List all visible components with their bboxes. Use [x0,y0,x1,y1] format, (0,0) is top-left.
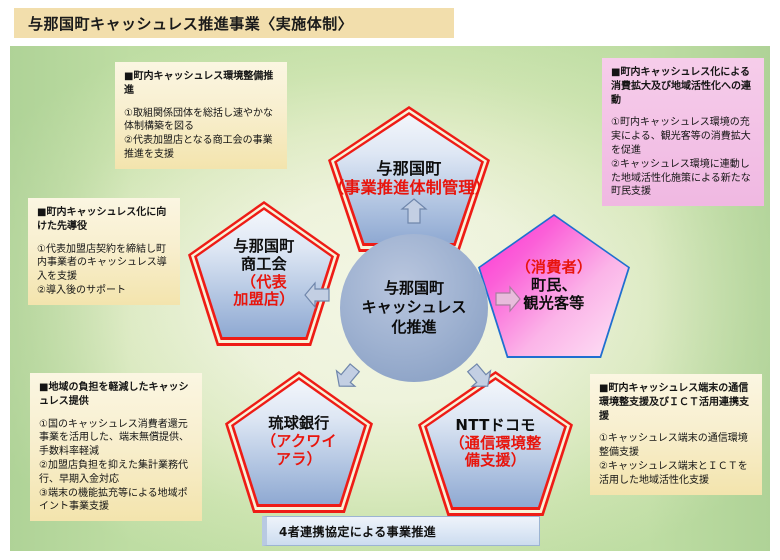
note-consumption-expansion: ■町内キャッシュレス化による消費拡大及び地域活性化への連動 ①町内キャッシュレス… [602,58,764,207]
note-body: ①代表加盟店契約を締結し町内事業者のキャッシュレス導入を支援 ②導入後のサポート [37,243,167,296]
pentagon-chamber-of-commerce: 与那国町 商工会 （代表 加盟店） [188,201,340,346]
diagram-canvas: ■町内キャッシュレス環境整備推進 ①取組関係団体を総括し速やかな体制構築を図る … [10,46,770,551]
pentagon-label: 琉球銀行 （アクワイ アラ） [225,371,373,513]
pentagon-label: 与那国町 （事業推進体制管理） [328,106,492,252]
note-town-environment: ■町内キャッシュレス環境整備推進 ①取組関係団体を総括し速やかな体制構築を図る … [115,62,287,169]
arrow-down-right-icon [460,357,500,396]
arrow-down-left-icon [327,357,367,396]
pentagon-label: 与那国町 商工会 （代表 加盟店） [188,201,340,346]
arrow-up-icon [399,198,429,224]
pentagon-title: 与那国町 [376,159,442,179]
arrow-right-icon [495,284,521,314]
pentagon-label: NTTドコモ （通信環境整 備支援） [418,371,573,516]
center-hub-label: 与那国町 キャッシュレス 化推進 [361,278,467,336]
note-heading: ■町内キャッシュレス環境整備推進 [124,71,274,96]
note-heading: ■町内キャッシュレス化による消費拡大及び地域活性化への連動 [611,67,751,106]
pentagon-role: （代表 加盟店） [233,272,295,309]
agreement-banner-label: 4者連携協定による事業推進 [279,524,437,539]
agreement-banner: 4者連携協定による事業推進 [262,516,540,546]
pentagon-role: （消費者） [515,258,593,277]
note-docomo-support: ■町内キャッシュレス端末の通信環境整支援及びＩＣＴ活用連携支援 ①キャッシュレス… [590,374,762,495]
note-body: ①国のキャッシュレス消費者還元事業を活用した、端末無償提供、手数料率軽減 ②加盟… [39,418,189,513]
pentagon-role: （事業推進体制管理） [328,178,492,197]
note-heading: ■地域の負担を軽減したキャッシュレス提供 [39,382,189,407]
pentagon-title: 与那国町 商工会 [233,237,295,273]
center-hub: 与那国町 キャッシュレス 化推進 [340,234,488,382]
note-body: ①取組関係団体を総括し速やかな体制構築を図る ②代表加盟店となる商工会の事業推進… [124,107,273,160]
pentagon-ntt-docomo: NTTドコモ （通信環境整 備支援） [418,371,573,516]
arrow-left-icon [304,280,330,310]
note-body: ①町内キャッシュレス環境の充実による、観光客等の消費拡大を促進 ②キャッシュレス… [611,117,751,198]
pentagon-consumers: （消費者） 町民、 観光客等 [478,214,630,358]
pentagon-title: 琉球銀行 [268,414,330,433]
note-chamber-leader: ■町内キャッシュレス化に向けた先導役 ①代表加盟店契約を締結し町内事業者のキャッ… [28,198,180,305]
pentagon-role: （アクワイ アラ） [261,432,337,468]
note-heading: ■町内キャッシュレス端末の通信環境整支援及びＩＣＴ活用連携支援 [599,383,749,422]
pentagon-title: NTTドコモ [455,415,536,434]
page-title: 与那国町キャッシュレス推進事業〈実施体制〉 [28,14,354,33]
note-heading: ■町内キャッシュレス化に向けた先導役 [37,207,167,232]
pentagon-ryukyu-bank: 琉球銀行 （アクワイ アラ） [225,371,373,513]
pentagon-role: （通信環境整 備支援） [449,433,542,470]
note-body: ①キャッシュレス端末の通信環境整備支援 ②キャッシュレス端末とＩＣＴを活用した地… [599,433,748,486]
pentagon-label: （消費者） 町民、 観光客等 [478,214,630,358]
pentagon-town: 与那国町 （事業推進体制管理） [328,106,492,252]
page-title-bar: 与那国町キャッシュレス推進事業〈実施体制〉 [14,8,454,38]
pentagon-title: 町民、 観光客等 [523,276,585,312]
note-bank-support: ■地域の負担を軽減したキャッシュレス提供 ①国のキャッシュレス消費者還元事業を活… [30,373,202,522]
